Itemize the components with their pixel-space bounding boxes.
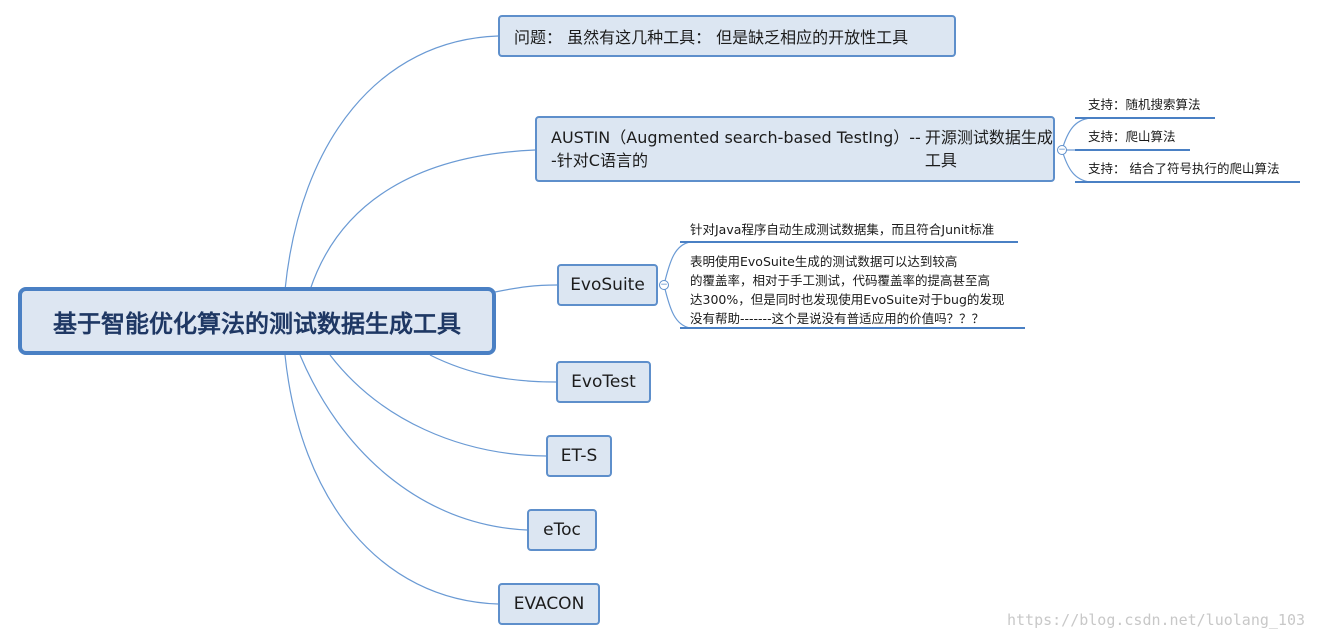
- subtopic-austin-3[interactable]: 支持： 结合了符号执行的爬山算法: [1088, 161, 1280, 176]
- connector-evosuite-note2: [663, 284, 691, 329]
- topic-evotest[interactable]: EvoTest: [556, 361, 651, 403]
- subtopic-underline: [1075, 117, 1215, 119]
- subtopic-evosuite-2[interactable]: 表明使用EvoSuite生成的测试数据可以达到较高 的覆盖率，相对于手工测试，代…: [690, 252, 1004, 328]
- connector-austin: [309, 149, 536, 291]
- subtopic-underline: [1075, 181, 1300, 183]
- connector-evosuite-note1: [663, 241, 691, 286]
- connector-evotest: [429, 354, 557, 383]
- connector-austin-note3: [1061, 149, 1091, 183]
- topic-evosuite[interactable]: EvoSuite: [557, 264, 658, 306]
- connector-austin-note1: [1061, 117, 1091, 151]
- collapse-toggle-icon[interactable]: −: [1057, 145, 1067, 155]
- subtopic-evosuite-2-line1: 表明使用EvoSuite生成的测试数据可以达到较高: [690, 254, 958, 269]
- subtopic-austin-1[interactable]: 支持：随机搜索算法: [1088, 97, 1201, 112]
- topic-evacon[interactable]: EVACON: [498, 583, 600, 625]
- topic-ets[interactable]: ET-S: [546, 435, 612, 477]
- subtopic-underline: [680, 241, 1018, 243]
- subtopic-evosuite-2-line2: 的覆盖率，相对于手工测试，代码覆盖率的提高甚至高: [690, 273, 991, 288]
- subtopic-evosuite-2-line4: 没有帮助-------这个是说没有普适应用的价值吗？？？: [690, 311, 985, 326]
- topic-austin[interactable]: AUSTIN（Augmented search-based TestIng）--…: [535, 116, 1055, 182]
- connector-problem: [284, 35, 499, 291]
- subtopic-evosuite-1[interactable]: 针对Java程序自动生成测试数据集，而且符合Junit标准: [690, 222, 995, 237]
- topic-austin-line2: 开源测试数据生成工具: [924, 128, 1053, 170]
- connector-evacon: [284, 354, 499, 605]
- watermark: https://blog.csdn.net/luolang_103: [1006, 611, 1305, 629]
- subtopic-austin-2[interactable]: 支持：爬山算法: [1088, 129, 1176, 144]
- subtopic-underline: [1075, 149, 1190, 151]
- subtopic-underline: [680, 327, 1025, 329]
- subtopic-evosuite-2-line3: 达300%，但是同时也发现使用EvoSuite对于bug的发现: [690, 292, 1005, 307]
- connector-evosuite: [494, 284, 558, 293]
- root-topic[interactable]: 基于智能优化算法的测试数据生成工具: [18, 287, 496, 355]
- collapse-toggle-icon[interactable]: −: [659, 280, 669, 290]
- topic-etoc[interactable]: eToc: [527, 509, 597, 551]
- topic-austin-line1: AUSTIN（Augmented search-based TestIng）--…: [551, 128, 921, 170]
- connector-etoc: [299, 354, 528, 531]
- topic-problem[interactable]: 问题： 虽然有这几种工具： 但是缺乏相应的开放性工具: [498, 15, 956, 57]
- connector-ets: [329, 354, 547, 457]
